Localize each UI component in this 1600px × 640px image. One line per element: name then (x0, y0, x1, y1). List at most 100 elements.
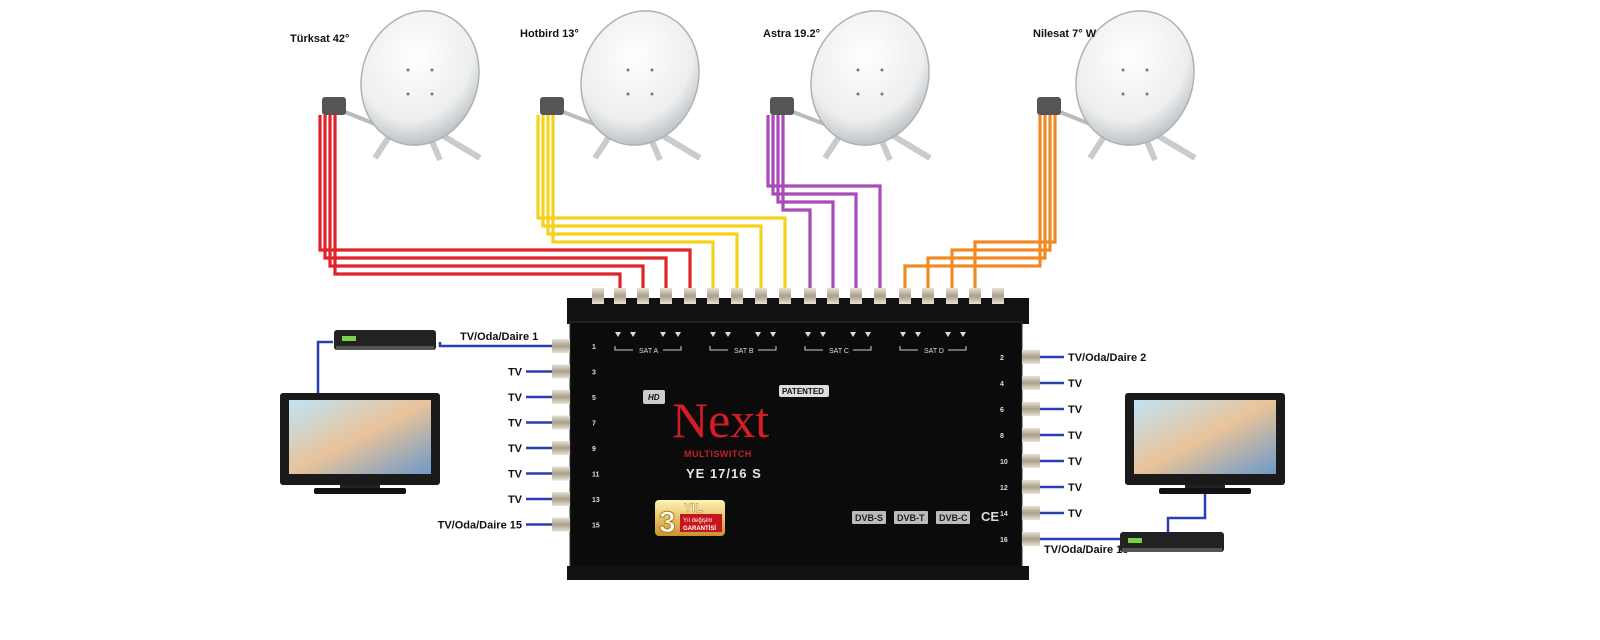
output-connector-left: 1 (552, 339, 596, 353)
output-line-left: TV (508, 443, 552, 455)
satellite-label: Nilesat 7° W (1033, 28, 1097, 40)
sat-input-group: SAT C (804, 332, 872, 355)
output-label: TV (1068, 482, 1083, 494)
input-connector (637, 288, 649, 304)
port-number: 8 (1000, 433, 1004, 440)
lnb-icon (322, 97, 346, 115)
port-number: 14 (1000, 511, 1008, 518)
output-line-left: TV (508, 494, 552, 506)
tv-screen (289, 400, 431, 474)
certification-badge: DVB-C (936, 511, 970, 524)
input-connector (614, 288, 626, 304)
port-number: 15 (592, 523, 600, 530)
output-label: TV/Oda/Daire 16 (1044, 544, 1128, 556)
output-label: TV (1068, 378, 1083, 390)
satellite-dish: Astra 19.2° (763, 10, 932, 162)
tv-screen (1134, 400, 1276, 474)
output-label: TV/Oda/Daire 2 (1068, 352, 1146, 364)
hd-badge (643, 390, 665, 404)
patented-badge (779, 385, 829, 397)
patented-text: PATENTED (782, 387, 824, 396)
output-connector-right: 2 (1000, 350, 1040, 364)
input-connector (827, 288, 839, 304)
sat-group-label: SAT C (829, 348, 849, 355)
output-line-left: TV/Oda/Daire 15 (438, 520, 552, 532)
output-line-left: TV (508, 392, 552, 404)
output-label: TV (508, 392, 523, 404)
satellite-label: Türksat 42° (290, 33, 349, 45)
satellite-dish: Türksat 42° (290, 10, 482, 162)
output-line-left: TV/Oda/Daire 1 (316, 331, 552, 395)
sat-group-label: SAT B (734, 348, 754, 355)
output-line-right: TV (1040, 482, 1083, 494)
cert-label: DVB-T (897, 513, 925, 523)
input-connector (592, 288, 604, 304)
warranty-word: YIL (684, 501, 703, 515)
lnb-icon (770, 97, 794, 115)
input-connector (660, 288, 672, 304)
output-connector-right: 16 (1000, 532, 1040, 546)
port-number: 16 (1000, 537, 1008, 544)
port-number: 4 (1000, 381, 1004, 388)
input-connector (707, 288, 719, 304)
certification-badge: DVB-T (894, 511, 928, 524)
sat-input-group: SAT A (614, 332, 682, 355)
output-line-right: TV (1040, 404, 1083, 416)
input-connector (946, 288, 958, 304)
input-connector (850, 288, 862, 304)
sat-input-group: SAT D (899, 332, 967, 355)
output-connector-right: 4 (1000, 376, 1040, 390)
satellite-label: Astra 19.2° (763, 28, 820, 40)
warranty-years: 3 (659, 506, 676, 539)
output-label: TV (508, 418, 523, 430)
output-line-left: TV (508, 367, 552, 379)
port-number: 9 (592, 446, 596, 453)
satellite-cables (318, 115, 1057, 296)
output-label: TV (1068, 404, 1083, 416)
cable-bundle (536, 115, 787, 296)
sat-group-label: SAT A (639, 348, 659, 355)
output-line-right: TV/Oda/Daire 16 (1040, 490, 1207, 556)
output-line-right: TV (1040, 456, 1083, 468)
input-connector (684, 288, 696, 304)
brand-subtitle: MULTISWITCH (684, 449, 752, 459)
port-number: 3 (592, 370, 596, 377)
certification-badge: DVB-S (852, 511, 886, 524)
hd-badge-text: HD (648, 393, 660, 402)
output-connector-left: 13 (552, 492, 600, 506)
receiver-left (334, 330, 436, 350)
port-number: 5 (592, 395, 596, 402)
output-connector-left: 9 (552, 441, 596, 455)
output-connector-right: 14 (1000, 506, 1040, 520)
satellite-dishes: Türksat 42° Hotbird 13° Astra 19.2° Nilesat… (290, 10, 1197, 162)
output-line-right: TV (1040, 378, 1083, 390)
cable-bundle (903, 115, 1057, 296)
output-connector-left: 3 (552, 364, 596, 379)
warranty-line2: GARANTİSİ (683, 525, 716, 532)
port-number: 2 (1000, 355, 1004, 362)
output-connector-left: 7 (552, 415, 596, 430)
output-line-left: TV (508, 418, 552, 430)
model-number: YE 17/16 S (686, 466, 762, 481)
cert-label: DVB-C (939, 513, 968, 523)
port-number: 7 (592, 421, 596, 428)
sat-group-label: SAT D (924, 348, 944, 355)
input-connector (804, 288, 816, 304)
output-line-left: TV (508, 469, 552, 481)
output-connector-left: 15 (552, 517, 600, 532)
output-line-right: TV/Oda/Daire 2 (1040, 352, 1146, 364)
satellite-dish: Hotbird 13° (520, 10, 702, 162)
input-connector (731, 288, 743, 304)
output-connector-right: 10 (1000, 454, 1040, 468)
satellite-label: Hotbird 13° (520, 28, 579, 40)
sat-input-group: SAT B (709, 332, 777, 355)
port-number: 13 (592, 497, 600, 504)
port-number: 6 (1000, 407, 1004, 414)
output-label: TV (508, 469, 523, 481)
output-connector-left: 11 (552, 466, 600, 481)
receiver-right (1120, 532, 1224, 552)
cable-bundle (318, 115, 692, 296)
